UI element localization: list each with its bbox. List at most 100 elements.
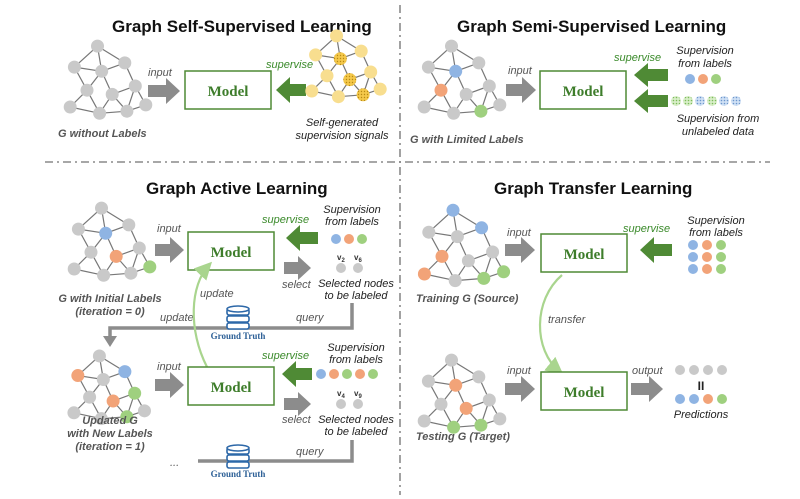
- graph-with-limited-labels: [417, 39, 507, 120]
- selected-caption-2-line-1: Selected nodes: [318, 414, 394, 426]
- update-curve-arrow: [192, 261, 213, 368]
- graph-node: [417, 267, 431, 281]
- graph-node: [128, 79, 142, 93]
- graph-node: [446, 203, 460, 217]
- graph-node: [139, 98, 153, 112]
- supervise-arrow: [640, 237, 672, 263]
- unlabeled-caption-line-2: unlabeled data: [682, 126, 754, 138]
- prediction-gray-2: [689, 365, 699, 375]
- graph-node: [477, 271, 491, 285]
- update-curve-label: update: [200, 288, 234, 300]
- label-dot-green-2: [342, 369, 352, 379]
- labels-caption-line-1: Supervision: [687, 215, 744, 227]
- label-dot: [688, 252, 698, 262]
- panel-dividers: [45, 5, 770, 495]
- graph-node: [305, 84, 319, 98]
- signals-caption-line-2: supervision signals: [296, 130, 389, 142]
- source-caption: Training G (Source): [416, 293, 519, 305]
- output-label: output: [632, 365, 664, 377]
- graph-node: [447, 420, 461, 434]
- label-dot-orange: [344, 234, 354, 244]
- graph-node: [421, 374, 435, 388]
- panel-title: Graph Self-Supervised Learning: [112, 17, 372, 36]
- graph-node: [137, 404, 151, 418]
- panel-self-supervised: Graph Self-Supervised Learning G without…: [58, 17, 389, 142]
- labels-caption-2-line-2: from labels: [329, 354, 383, 366]
- label-dot: [688, 264, 698, 274]
- graph-new-labels: [67, 349, 151, 426]
- label-dot-green: [711, 74, 721, 84]
- prediction-gray-1: [675, 365, 685, 375]
- labels-caption-line-2: from labels: [678, 58, 732, 70]
- query-label-2: query: [296, 446, 325, 458]
- model-label: Model: [564, 247, 605, 263]
- label-dot: [702, 264, 712, 274]
- ground-truth-label-2: Ground Truth: [211, 469, 266, 479]
- supervise-label: supervise: [614, 52, 661, 64]
- graph-node: [486, 245, 500, 259]
- graph2-caption-line-3: (iteration = 1): [75, 441, 145, 453]
- graph-node: [333, 52, 347, 66]
- panel-title: Graph Semi-Supervised Learning: [457, 17, 726, 36]
- unlabeled-dot: [683, 96, 693, 106]
- graph-node: [67, 60, 81, 74]
- graph-node: [128, 386, 142, 400]
- select-label-2: select: [282, 414, 312, 426]
- graph-node: [106, 394, 120, 408]
- selected-node-2-label: v6: [354, 253, 362, 264]
- graph-node: [118, 56, 132, 70]
- graph2-caption-line-2: with New Labels: [67, 428, 153, 440]
- unlabeled-dots-row: [671, 96, 741, 106]
- update-loop-label: update: [160, 312, 194, 324]
- model-box-2: [187, 366, 275, 406]
- model-box-2: [540, 371, 628, 411]
- graph-node: [422, 225, 436, 239]
- selected-caption-line-2: to be labeled: [325, 290, 389, 302]
- predictions-caption: Predictions: [674, 409, 729, 421]
- prediction-blue-2: [689, 394, 699, 404]
- ground-truth-database-icon: [226, 305, 250, 330]
- graph-node: [497, 265, 511, 279]
- prediction-dots-top: [675, 365, 727, 375]
- graph-node: [449, 64, 463, 78]
- panel-title: Graph Transfer Learning: [494, 179, 692, 198]
- selected-caption-line-1: Selected nodes: [318, 278, 394, 290]
- graph-node: [459, 401, 473, 415]
- graph-node: [434, 83, 448, 97]
- label-dot-orange-3: [355, 369, 365, 379]
- panel-semi-supervised: Graph Semi-Supervised Learning G with Li…: [410, 17, 759, 146]
- graph-node: [99, 226, 113, 240]
- model-label-2: Model: [564, 385, 605, 401]
- db-segment: [226, 454, 250, 462]
- graph-node: [109, 249, 123, 263]
- input-label: input: [148, 67, 173, 79]
- model-box: [540, 233, 628, 273]
- label-dot-blue-2: [316, 369, 326, 379]
- label-dot-green: [357, 234, 367, 244]
- selected-node-3-label: v4: [337, 389, 345, 400]
- label-dot-orange: [698, 74, 708, 84]
- graph-node: [474, 418, 488, 432]
- graph-source: [417, 203, 511, 288]
- select-arrow: [284, 256, 311, 280]
- graph1-caption-line-1: G with Initial Labels: [58, 293, 161, 305]
- graph-node: [97, 268, 111, 282]
- model-box: [539, 70, 627, 110]
- model-label-2: Model: [211, 380, 252, 396]
- graph-target: [417, 353, 507, 434]
- graph-without-labels: [63, 39, 153, 120]
- graph-node: [83, 390, 97, 404]
- input-arrow: [506, 77, 536, 103]
- graph-node: [120, 104, 134, 118]
- graph-node: [71, 222, 85, 236]
- supervise-arrow-labels: [634, 63, 668, 87]
- panel-transfer-learning: Graph Transfer Learning Training G (Sour…: [416, 179, 745, 443]
- graph-node: [354, 44, 368, 58]
- graph-node: [124, 266, 138, 280]
- graph-node: [63, 100, 77, 114]
- supervise-label: supervise: [262, 214, 309, 226]
- query-label: query: [296, 312, 325, 324]
- panel-title: Graph Active Learning: [146, 179, 328, 198]
- graph-node: [95, 64, 109, 78]
- graph2-caption-line-1: Updated G: [82, 415, 138, 427]
